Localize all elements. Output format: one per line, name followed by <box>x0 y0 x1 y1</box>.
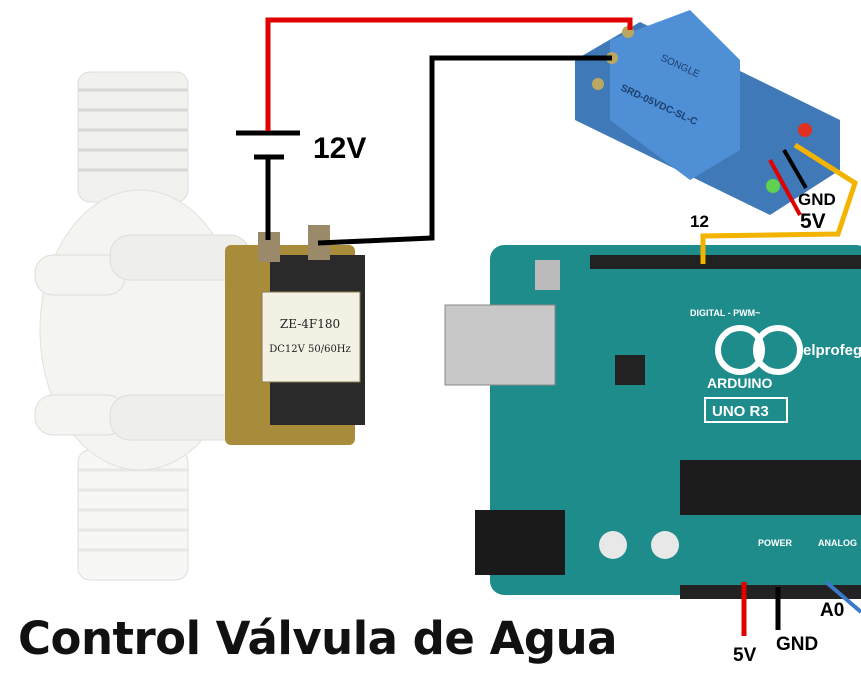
wire-red-relay-5v <box>768 159 802 216</box>
relay-module: SONGLE SRD-05VDC-SL-C <box>575 10 840 215</box>
arduino-brand-text: ARDUINO <box>707 375 772 391</box>
relay-5v-label: 5V <box>800 210 826 233</box>
battery-voltage-label: 12V <box>313 132 367 165</box>
solenoid-valve: ZE-4F180 DC12V 50/60Hz <box>34 71 365 581</box>
wire-yellow-signal <box>700 142 858 264</box>
wire-black-valve-relay <box>317 55 612 246</box>
arduino-5v-label: 5V <box>733 645 757 666</box>
wire-black-relay-gnd <box>782 148 808 190</box>
arduino-analog-text: ANALOG <box>818 538 857 548</box>
arduino-uno: elprofega ARDUINO UNO R3 DIGITAL - PWM~ … <box>444 245 861 599</box>
page-title: Control Válvula de Agua <box>18 612 618 665</box>
arduino-gnd-label: GND <box>776 634 819 655</box>
wire-blue-a0 <box>824 580 861 614</box>
relay-gnd-label: GND <box>798 190 836 209</box>
arduino-watermark-text: elprofega <box>803 342 861 359</box>
arduino-digital-text: DIGITAL - PWM~ <box>690 308 760 318</box>
arduino-power-text: POWER <box>758 538 793 548</box>
wire-red-12v <box>265 17 633 131</box>
valve-model-text: ZE-4F180 <box>280 317 340 331</box>
analog-pin-label: A0 <box>820 600 845 621</box>
battery-symbol <box>236 130 300 160</box>
valve-spec-text: DC12V 50/60Hz <box>269 344 351 355</box>
signal-pin-label: 12 <box>690 212 709 231</box>
arduino-model-text: UNO R3 <box>712 403 769 420</box>
